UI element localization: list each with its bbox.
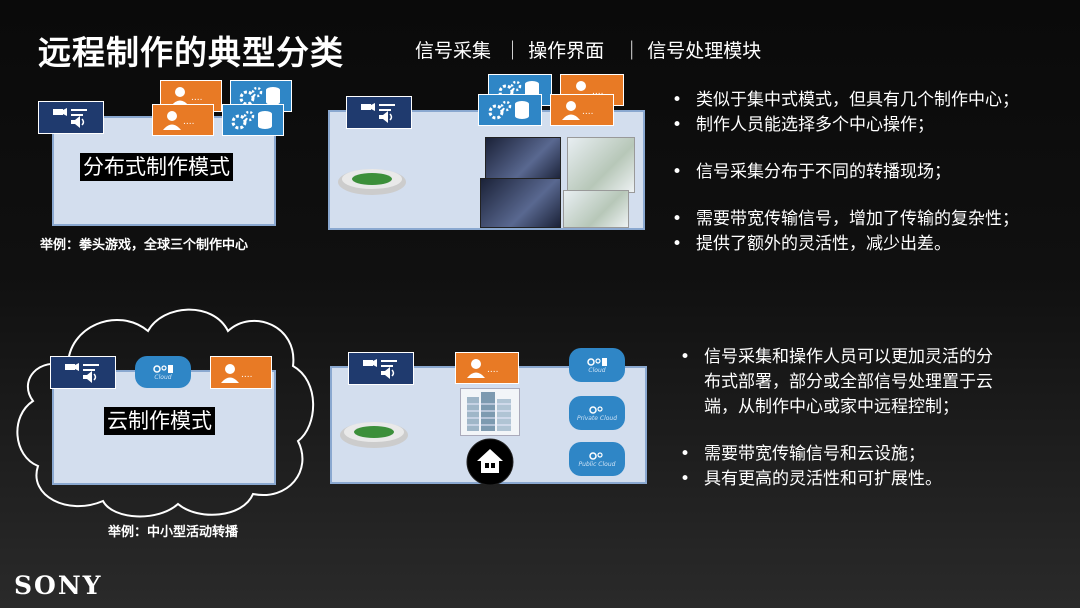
bullet-item: 制作人员能选择多个中心操作； [668, 113, 1019, 138]
gears-database-icon [222, 104, 284, 136]
camera-audio-icon [348, 352, 414, 385]
bullet-item: 需要带宽传输信号，增加了传输的复杂性； [668, 207, 1019, 232]
page-subtitle: 信号采集 ｜ 操作界面 ｜ 信号处理模块 [415, 40, 762, 62]
camera-audio-icon [346, 96, 412, 129]
control-room-image [567, 137, 635, 193]
operator-icon: .... [550, 94, 614, 126]
svg-text:....: .... [582, 107, 593, 117]
camera-audio-icon [38, 101, 104, 134]
bullet-item: 具有更高的灵活性和可扩展性。 [676, 467, 993, 492]
cloud-label: Cloud [588, 366, 606, 374]
stadium-icon [336, 160, 408, 200]
operator-icon: .... [455, 352, 519, 384]
server-room-image [480, 178, 561, 228]
bullet-item: 类似于集中式模式，但具有几个制作中心； [668, 88, 1019, 113]
bullet-item: 需要带宽传输信号和云设施； [676, 442, 993, 467]
control-room-image [563, 190, 629, 228]
cloud-bullets: 信号采集和操作人员可以更加灵活的分 布式部署，部分或全部信号处理置于云 端，从制… [676, 345, 993, 492]
private-cloud-label: Private Cloud [576, 414, 618, 422]
distributed-mode-label: 分布式制作模式 [80, 153, 233, 181]
sony-logo: SONY [14, 571, 103, 600]
cloud-mode-label: 云制作模式 [104, 407, 215, 435]
svg-text:....: .... [183, 117, 194, 127]
private-cloud-icon: Private Cloud [569, 396, 625, 430]
bullet-continuation: 端，从制作中心或家中远程控制； [704, 397, 959, 417]
svg-text:....: .... [592, 87, 603, 97]
svg-text:....: .... [487, 365, 498, 375]
operator-icon: .... [152, 104, 214, 136]
svg-text:....: .... [191, 93, 202, 103]
camera-audio-icon [50, 356, 116, 389]
home-icon [466, 438, 514, 486]
distributed-example: 举例：拳头游戏，全球三个制作中心 [40, 238, 249, 253]
stadium-icon [338, 413, 410, 453]
server-room-image [485, 137, 561, 181]
cloud-outline [8, 296, 320, 522]
cloud-icon: Cloud [135, 356, 191, 388]
server-building-icon [460, 388, 520, 436]
public-cloud-label: Public Cloud [578, 460, 616, 468]
page-title: 远程制作的典型分类 [38, 33, 344, 72]
svg-text:....: .... [241, 370, 252, 380]
cloud-example: 举例：中小型活动转播 [108, 525, 239, 540]
gears-database-icon [478, 94, 542, 126]
bullet-item: 信号采集分布于不同的转播现场； [668, 160, 1019, 185]
bullet-item: 提供了额外的灵活性，减少出差。 [668, 232, 1019, 257]
cloud-label: Cloud [154, 373, 172, 381]
bullet-continuation: 布式部署，部分或全部信号处理置于云 [704, 372, 993, 392]
cloud-icon: Cloud [569, 348, 625, 382]
operator-icon: .... [210, 356, 272, 389]
bullet-item: 信号采集和操作人员可以更加灵活的分 [676, 345, 993, 370]
distributed-bullets: 类似于集中式模式，但具有几个制作中心； 制作人员能选择多个中心操作； 信号采集分… [668, 88, 1019, 257]
public-cloud-icon: Public Cloud [569, 442, 625, 476]
